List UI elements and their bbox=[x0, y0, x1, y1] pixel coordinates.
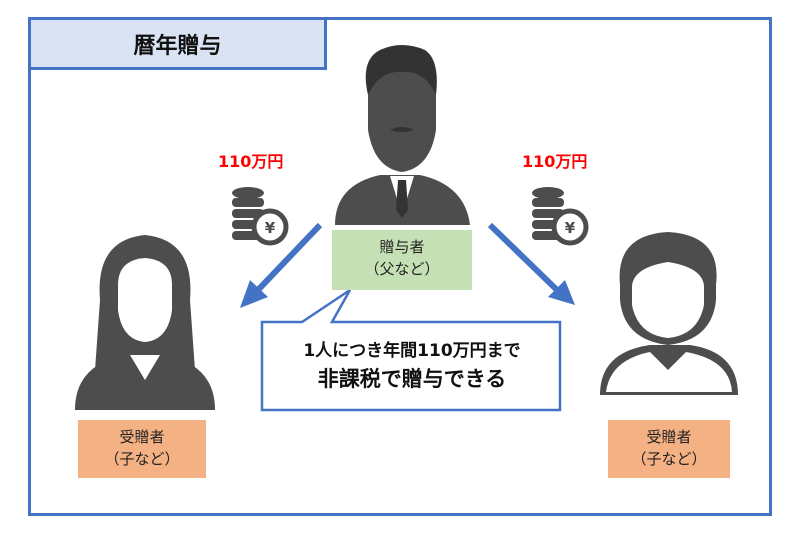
diagram-title: 暦年贈与 bbox=[28, 17, 327, 70]
amount-right: 110万円 bbox=[522, 152, 588, 171]
receiver-left-label-line2: （子など） bbox=[104, 450, 180, 468]
giver-label: 贈与者 （父など） bbox=[332, 230, 472, 290]
coins-yen-icon-right: ¥ bbox=[532, 187, 589, 246]
giver-person-icon bbox=[335, 45, 470, 225]
bubble-line1: 1人につき年間110万円まで bbox=[303, 341, 521, 361]
receiver-left-label-line1: 受贈者 bbox=[119, 428, 165, 446]
arrow-to-right-receiver bbox=[487, 222, 575, 305]
bubble-line2: 非課税で贈与できる bbox=[317, 367, 507, 391]
diagram-frame bbox=[28, 17, 772, 516]
receiver-left-person-icon bbox=[75, 235, 215, 410]
receiver-left-label: 受贈者 （子など） bbox=[78, 420, 206, 478]
svg-text:¥: ¥ bbox=[565, 219, 576, 237]
amount-left: 110万円 bbox=[218, 152, 284, 171]
arrow-to-left-receiver bbox=[240, 222, 323, 308]
giver-label-line1: 贈与者 bbox=[379, 238, 425, 256]
coins-yen-icon-left: ¥ bbox=[232, 187, 289, 246]
speech-bubble bbox=[260, 288, 562, 412]
receiver-right-person-icon bbox=[600, 232, 738, 395]
receiver-right-label-line2: （子など） bbox=[631, 450, 707, 468]
receiver-right-label-line1: 受贈者 bbox=[646, 428, 692, 446]
speech-bubble-text: 1人につき年間110万円まで 非課税で贈与できる bbox=[262, 338, 562, 394]
receiver-right-label: 受贈者 （子など） bbox=[608, 420, 730, 478]
svg-text:¥: ¥ bbox=[265, 219, 276, 237]
giver-label-line2: （父など） bbox=[364, 260, 440, 278]
